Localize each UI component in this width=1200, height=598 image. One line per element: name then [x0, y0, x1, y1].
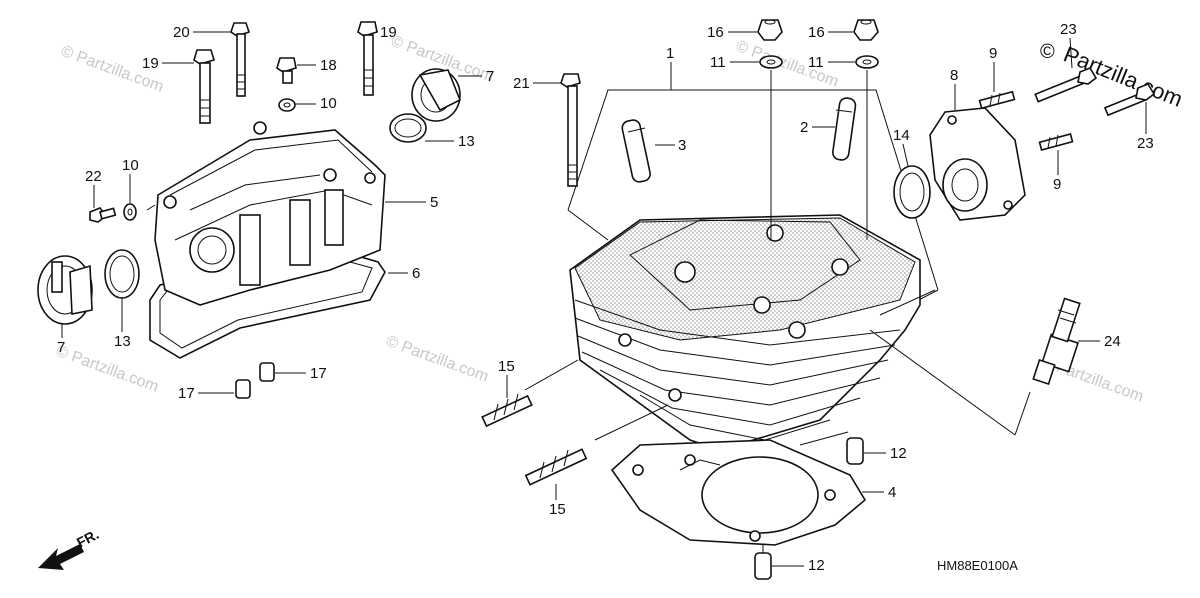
front-arrow-icon — [38, 544, 84, 570]
watermark: © Partzilla.com — [734, 38, 841, 91]
front-direction-indicator: FR. — [38, 526, 101, 570]
callout-label: 10 — [320, 95, 337, 112]
watermark: © Partzilla.com — [54, 343, 161, 396]
callout-label: 11 — [710, 54, 726, 71]
callout-label: 16 — [707, 24, 724, 41]
bolt-18-part — [276, 57, 297, 84]
callout-layer: 1 2 3 4 5 6 7 7 8 9 9 10 10 — [57, 21, 1154, 574]
washer-11-right-part — [855, 55, 879, 69]
callout-label: 4 — [888, 484, 896, 501]
callout-label: 15 — [498, 358, 515, 375]
callout-label: 7 — [486, 68, 494, 85]
callout-label: 17 — [178, 385, 195, 402]
valve-guide-3-part — [621, 119, 651, 183]
watermark: © Partzilla.com — [384, 333, 491, 386]
cap-7-right-part — [411, 68, 462, 122]
head-cover-group — [146, 121, 386, 359]
callout-label: 22 — [85, 168, 102, 185]
callout-label: 19 — [142, 55, 159, 72]
callout-label: 10 — [122, 157, 139, 174]
callout-label: 17 — [310, 365, 327, 382]
callout-label: 11 — [808, 54, 824, 71]
dowel-12-upper-part — [846, 437, 864, 465]
callout-label: 8 — [950, 67, 958, 84]
drawing-code: HM88E0100A — [937, 558, 1018, 573]
dowel-17-lower-part — [235, 379, 251, 399]
stud-9-lower-part — [1038, 133, 1074, 151]
cap-7-left-part — [37, 255, 93, 325]
callout-label: 21 — [513, 75, 530, 92]
callout-label: 6 — [412, 265, 420, 282]
washer-11-left-part — [759, 55, 783, 69]
copyright-mark: © — [1040, 41, 1055, 63]
spark-plug-part — [1032, 297, 1081, 385]
callout-label: 23 — [1137, 135, 1154, 152]
callout-label: 15 — [549, 501, 566, 518]
bolt-20-part — [230, 22, 251, 97]
intake-group — [893, 67, 1156, 385]
callout-label: 9 — [989, 45, 997, 62]
dowel-17-upper-part — [259, 362, 275, 382]
valve-guide-2-part — [832, 97, 857, 161]
stud-15-lower-part — [524, 448, 588, 486]
callout-label: 18 — [320, 57, 337, 74]
bolt-21-part — [560, 73, 581, 187]
callout-label: 20 — [173, 24, 190, 41]
bolt-19-right-part — [357, 21, 378, 96]
callout-label: 13 — [114, 333, 131, 350]
bolt-19-left-part — [193, 49, 215, 124]
callout-label: 16 — [808, 24, 825, 41]
callout-label: 2 — [800, 119, 808, 136]
callout-label: 12 — [890, 445, 907, 462]
callout-label: 1 — [666, 45, 674, 62]
dowel-12-lower-part — [754, 552, 772, 580]
bolt-23-lower-part — [1103, 83, 1156, 117]
bolt-23-upper-part — [1034, 67, 1098, 103]
callout-label: 13 — [458, 133, 475, 150]
bolt-22-part — [89, 207, 117, 223]
callout-label: 19 — [380, 24, 397, 41]
washer-10-left-part — [123, 203, 137, 221]
callout-label: 9 — [1053, 176, 1061, 193]
stud-9-upper-part — [978, 90, 1016, 110]
washer-10-top-part — [278, 98, 296, 112]
left-bolts — [37, 21, 462, 399]
nut-16-left-part — [757, 19, 783, 41]
callout-label: 23 — [1060, 21, 1077, 38]
callout-label: 12 — [808, 557, 825, 574]
o-ring-14-part — [893, 165, 931, 219]
nut-16-right-part — [853, 19, 879, 41]
cylinder-head-group — [481, 19, 1031, 580]
stud-15-upper-part — [481, 393, 533, 428]
callout-label: 5 — [430, 194, 438, 211]
callout-label: 14 — [893, 127, 910, 144]
callout-label: 3 — [678, 137, 686, 154]
callout-label: 7 — [57, 339, 65, 356]
callout-label: 24 — [1104, 333, 1121, 350]
